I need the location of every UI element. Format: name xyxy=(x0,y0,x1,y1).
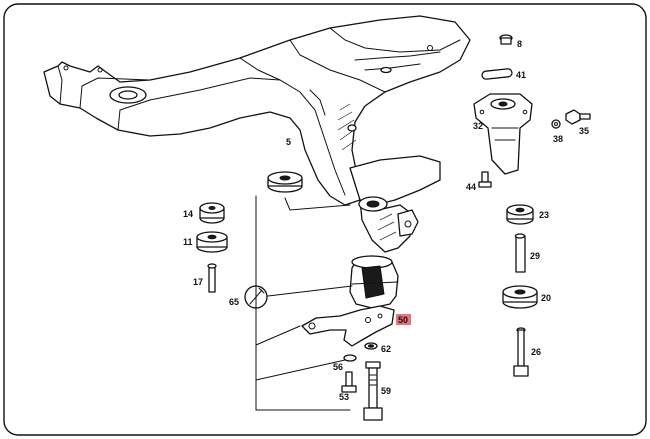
bolt-35 xyxy=(565,109,591,125)
leader-upper xyxy=(284,197,351,211)
callout-23: 23 xyxy=(539,210,549,220)
callout-35: 35 xyxy=(579,126,589,136)
bracket-plate-50 xyxy=(301,305,395,347)
callout-20: 20 xyxy=(541,293,551,303)
callout-56: 56 xyxy=(333,362,343,372)
callout-5: 5 xyxy=(286,137,291,147)
mount-bushing-top-left xyxy=(267,171,303,193)
callout-44: 44 xyxy=(466,182,476,192)
rubber-buffer-11 xyxy=(196,231,228,253)
callout-38: 38 xyxy=(553,134,563,144)
callout-32: 32 xyxy=(473,121,483,131)
callout-59: 59 xyxy=(381,386,391,396)
callout-11: 11 xyxy=(183,237,193,247)
lower-control-arm xyxy=(349,155,441,253)
rubber-buffer-14 xyxy=(199,202,225,224)
leader-mid xyxy=(267,285,353,297)
bolt-53 xyxy=(341,371,357,393)
callout-53: 53 xyxy=(339,392,349,402)
callout-8: 8 xyxy=(517,39,522,49)
pin-17 xyxy=(207,263,217,293)
screw-44 xyxy=(478,171,492,188)
leader-bottom xyxy=(255,359,346,381)
leader-left-vertical xyxy=(255,195,351,411)
bolt-59 xyxy=(363,361,383,421)
leader-lower xyxy=(255,325,301,346)
bolt-26 xyxy=(513,327,529,377)
screw-8 xyxy=(499,34,513,45)
strip-41 xyxy=(481,68,513,80)
rubber-mount-23 xyxy=(506,204,534,225)
callout-41: 41 xyxy=(516,70,526,80)
washer-56 xyxy=(343,354,357,362)
callout-26: 26 xyxy=(531,347,541,357)
rubber-mount-20 xyxy=(502,285,538,309)
callout-17: 17 xyxy=(193,277,203,287)
diagram-frame xyxy=(3,3,647,436)
callout-65: 65 xyxy=(229,297,239,307)
callout-50: 50 xyxy=(398,315,408,325)
mount-bracket-32 xyxy=(473,93,533,175)
highlight-marker-50 xyxy=(396,314,411,325)
subframe-crossmember xyxy=(43,15,471,206)
rubber-mount-center xyxy=(349,255,399,309)
washer-38 xyxy=(551,119,561,129)
spacer-tube-29 xyxy=(514,233,526,273)
washer-62 xyxy=(364,342,378,350)
callout-14: 14 xyxy=(183,209,193,219)
callout-29: 29 xyxy=(530,251,540,261)
callout-62: 62 xyxy=(381,344,391,354)
